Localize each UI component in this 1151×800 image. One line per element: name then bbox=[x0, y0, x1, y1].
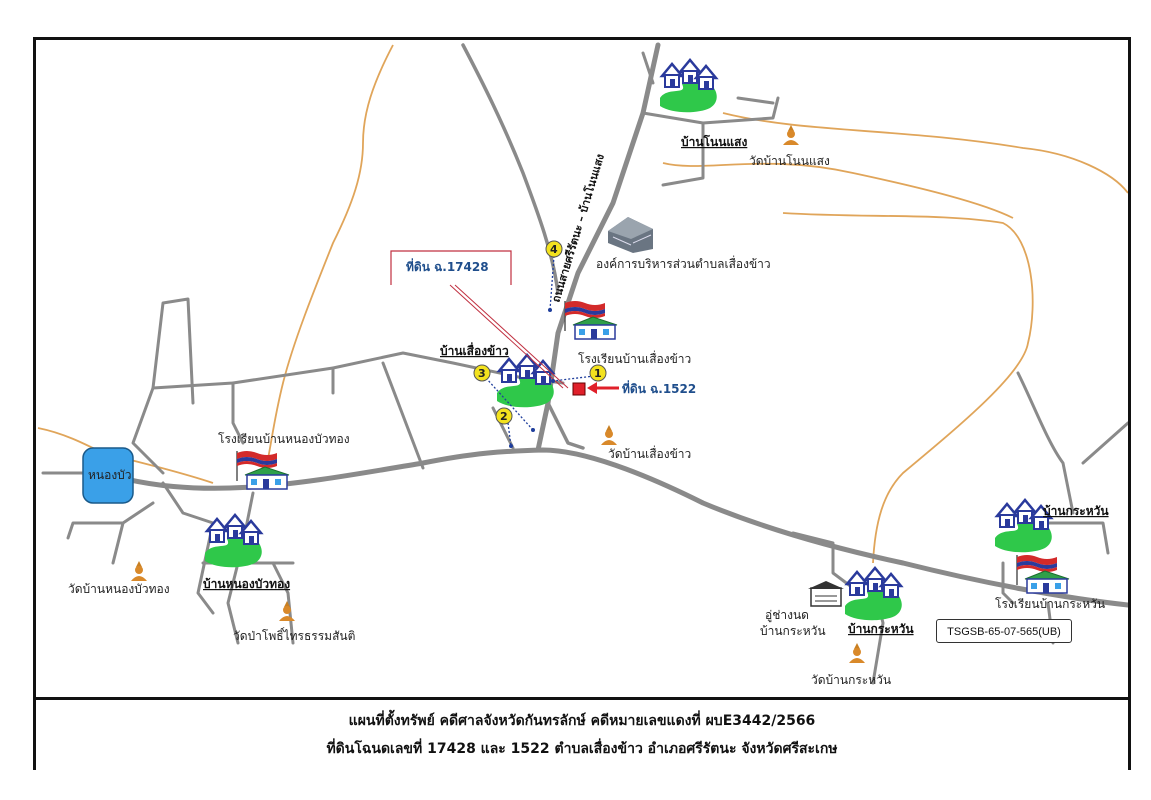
marker-2 bbox=[495, 407, 513, 425]
temple-icon bbox=[601, 425, 617, 445]
school-flag-icon bbox=[564, 300, 618, 340]
school-flag-icon bbox=[236, 450, 290, 490]
marker-4-label: 4 bbox=[550, 243, 558, 256]
pond-label: หนองบัว bbox=[88, 468, 132, 482]
marker-3-label: 3 bbox=[478, 367, 486, 380]
school-label-sueangkhao: โรงเรียนบ้านเสื่องข้าว bbox=[578, 350, 691, 366]
garage-label-line1: อู่ช่างนด bbox=[765, 608, 809, 623]
temple-icon bbox=[279, 601, 295, 621]
sao-label: องค์การบริหารส่วนตำบลเสื่องข้าว bbox=[596, 255, 771, 271]
garage-icon bbox=[808, 581, 844, 607]
school-label-krawan: โรงเรียนบ้านกระหวัน bbox=[995, 597, 1105, 611]
marker-4 bbox=[545, 240, 563, 258]
village-nongbuathong-icon bbox=[205, 515, 262, 567]
map-canvas: หนองบัว บ้านโนนแสง บ้านเสื่องข้าว บ้านหน… bbox=[37, 42, 1128, 687]
temple-label-pabodhi: วัดป่าโพธิ์ไทรธรรมสันติ bbox=[233, 627, 355, 643]
temple-label-krawan: วัดบ้านกระหวัน bbox=[811, 673, 891, 687]
building-icon bbox=[608, 217, 653, 253]
marker-dots bbox=[509, 308, 555, 448]
village-nonsaeng-icon bbox=[660, 60, 717, 112]
caption-line-2: ที่ดินโฉนดเลขที่ 17428 และ 1522 ตำบลเสื่… bbox=[326, 741, 838, 757]
marker-3 bbox=[473, 364, 491, 382]
temple-icon bbox=[131, 561, 147, 581]
parcel-1522-arrow bbox=[587, 382, 619, 394]
parcel-1522-marker bbox=[572, 382, 586, 396]
garage-label-line2: บ้านกระหวัน bbox=[760, 624, 826, 638]
marker-2-label: 2 bbox=[500, 410, 508, 423]
marker-1 bbox=[589, 364, 607, 382]
map-frame: หนองบัว บ้านโนนแสง บ้านเสื่องข้าว บ้านหน… bbox=[33, 37, 1131, 700]
village-krawan-icon bbox=[845, 568, 902, 620]
village-label-nonsaeng: บ้านโนนแสง bbox=[681, 134, 747, 149]
village-label-nongbuathong: บ้านหนองบัวทอง bbox=[203, 577, 290, 591]
parcel-17428-label: ที่ดิน ฉ.17428 bbox=[406, 258, 489, 274]
marker-leaders bbox=[485, 255, 595, 447]
temple-icon bbox=[783, 125, 799, 145]
parcel-17428-callout bbox=[390, 250, 569, 389]
temple-label-nonsaeng: วัดบ้านโนนแสง bbox=[749, 154, 830, 168]
village-label-krawan: บ้านกระหวัน bbox=[848, 622, 914, 636]
temple-label-nongbuathong: วัดบ้านหนองบัวทอง bbox=[68, 582, 170, 596]
caption-panel: แผนที่ตั้งทรัพย์ คดีศาลจังหวัดกันทรลักษ์… bbox=[33, 700, 1131, 770]
temple-label-sueangkhao: วัดบ้านเสื่องข้าว bbox=[608, 445, 691, 461]
caption-line-1: แผนที่ตั้งทรัพย์ คดีศาลจังหวัดกันทรลักษ์… bbox=[348, 713, 816, 729]
roads bbox=[41, 42, 1128, 685]
parcel-1522-label: ที่ดิน ฉ.1522 bbox=[622, 380, 696, 396]
school-label-nongbuathong: โรงเรียนบ้านหนองบัวทอง bbox=[218, 432, 350, 446]
marker-1-label: 1 bbox=[594, 367, 602, 380]
reference-code-box: TSGSB-65-07-565(UB) bbox=[936, 619, 1072, 643]
pond-hongbua bbox=[82, 447, 134, 504]
village-label-sueangkhao: บ้านเสื่องข้าว bbox=[440, 342, 509, 358]
temple-icon bbox=[849, 643, 865, 663]
village-label-krawan-north: บ้านกระหวัน bbox=[1043, 504, 1109, 518]
